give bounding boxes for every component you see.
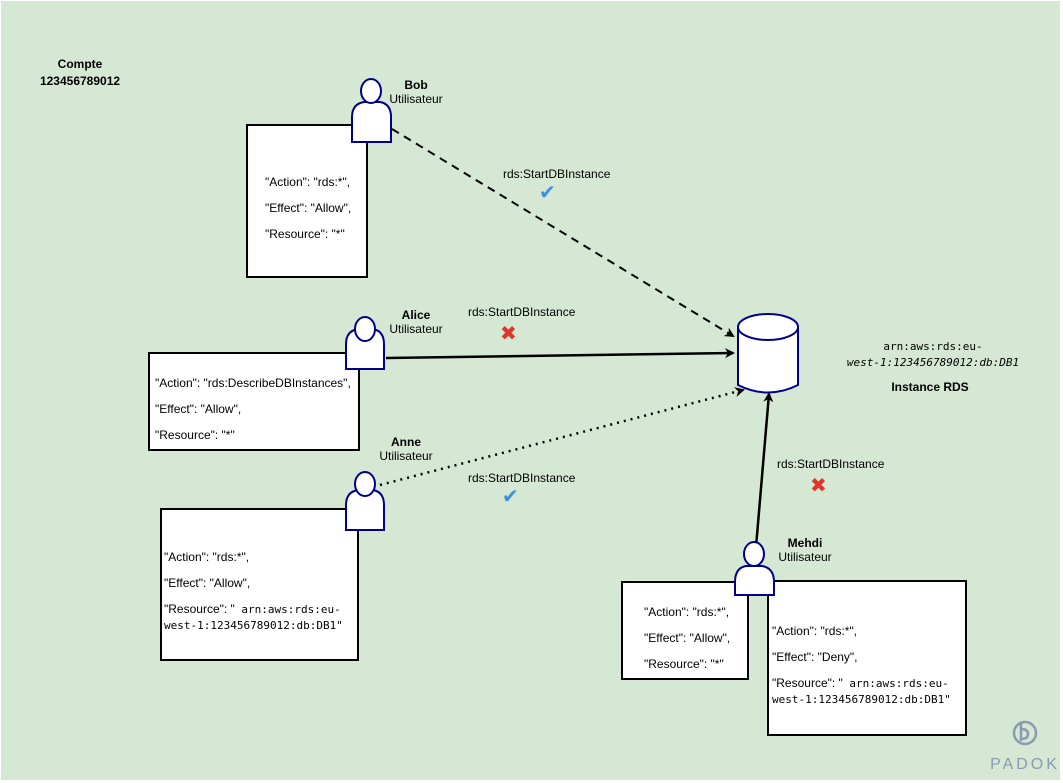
padok-logo-icon — [1012, 720, 1038, 746]
policy-mehdi-deny-action: "Action": "rds:*", — [772, 624, 858, 638]
user-mehdi-name: Mehdi — [787, 536, 823, 550]
user-bob-role: Utilisateur — [389, 92, 443, 106]
edge-bob-label: rds:StartDBInstance — [503, 167, 611, 181]
user-mehdi-label: Mehdi Utilisateur — [775, 536, 835, 564]
user-anne-name: Anne — [391, 435, 421, 449]
policy-alice-action: "Action": "rds:DescribeDBInstances", — [155, 376, 351, 390]
policy-mehdi-allow-action: "Action": "rds:*", — [644, 605, 730, 619]
policy-anne: "Action": "rds:*", "Effect": "Allow", "R… — [160, 508, 359, 661]
rds-database-icon — [737, 313, 799, 394]
edge-alice — [385, 348, 735, 360]
policy-mehdi-allow-effect: "Effect": "Allow", — [644, 631, 731, 645]
check-icon: ✔ — [539, 182, 556, 204]
policy-anne-action: "Action": "rds:*", — [164, 550, 250, 564]
cross-icon: ✖ — [810, 475, 827, 497]
edge-bob — [391, 128, 735, 338]
edge-mehdi-label: rds:StartDBInstance — [777, 457, 885, 471]
policy-mehdi-deny-resource-key: "Resource": " — [772, 676, 843, 690]
edge-alice-label: rds:StartDBInstance — [468, 305, 576, 319]
account-id: 123456789012 — [39, 74, 121, 88]
user-anne-role: Utilisateur — [379, 449, 433, 463]
rds-arn: arn:aws:rds:eu- west-1:123456789012:db:D… — [838, 339, 1028, 371]
user-bob-icon — [351, 78, 392, 143]
policy-bob: "Action": "rds:*", "Effect": "Allow", "R… — [246, 124, 368, 278]
policy-anne-resource-arn-1: arn:aws:rds:eu- — [234, 603, 341, 616]
account-title: Compte — [57, 57, 103, 71]
policy-alice-effect: "Effect": "Allow", — [155, 402, 242, 416]
policy-mehdi-deny-resource: "Resource": " arn:aws:rds:eu- — [772, 676, 949, 690]
user-alice-label: Alice Utilisateur — [386, 308, 446, 336]
user-bob-label: Bob Utilisateur — [386, 78, 446, 106]
brand-name: PADOK — [990, 756, 1060, 773]
edge-anne-label: rds:StartDBInstance — [468, 471, 576, 485]
cross-icon: ✖ — [500, 323, 517, 345]
policy-mehdi-allow-resource: "Resource": "*" — [644, 657, 724, 671]
policy-mehdi-deny-resource-arn-1: arn:aws:rds:eu- — [842, 677, 949, 690]
user-alice-name: Alice — [401, 308, 431, 322]
policy-mehdi-deny: "Action": "rds:*", "Effect": "Deny", "Re… — [767, 580, 967, 736]
policy-bob-resource: "Resource": "*" — [265, 227, 345, 241]
user-mehdi-role: Utilisateur — [778, 550, 832, 564]
policy-anne-resource-key: "Resource": " — [164, 602, 235, 616]
user-bob-name: Bob — [404, 78, 428, 92]
user-alice-icon — [345, 316, 385, 370]
policy-anne-resource-arn-2: west-1:123456789012:db:DB1" — [164, 619, 343, 632]
policy-alice-resource: "Resource": "*" — [155, 428, 235, 442]
edge-mehdi — [754, 392, 774, 548]
policy-anne-effect: "Effect": "Allow", — [164, 576, 251, 590]
policy-bob-action: "Action": "rds:*", — [265, 175, 351, 189]
rds-arn-line-1: arn:aws:rds:eu- — [883, 340, 983, 353]
check-icon: ✔ — [502, 486, 519, 508]
policy-mehdi-deny-resource-arn-2: west-1:123456789012:db:DB1" — [772, 693, 951, 706]
rds-arn-line-2: west-1:123456789012:db:DB1 — [846, 356, 1020, 369]
policy-mehdi-deny-effect: "Effect": "Deny", — [772, 650, 858, 664]
rds-label: Instance RDS — [891, 380, 969, 394]
policy-mehdi-allow: "Action": "rds:*", "Effect": "Allow", "R… — [621, 581, 749, 680]
policy-alice: "Action": "rds:DescribeDBInstances", "Ef… — [148, 352, 360, 451]
user-anne-label: Anne Utilisateur — [376, 435, 436, 463]
policy-bob-effect: "Effect": "Allow", — [265, 201, 352, 215]
user-mehdi-icon — [734, 541, 775, 596]
user-alice-role: Utilisateur — [389, 322, 443, 336]
policy-anne-resource: "Resource": " arn:aws:rds:eu- — [164, 602, 341, 616]
user-anne-icon — [345, 471, 385, 531]
